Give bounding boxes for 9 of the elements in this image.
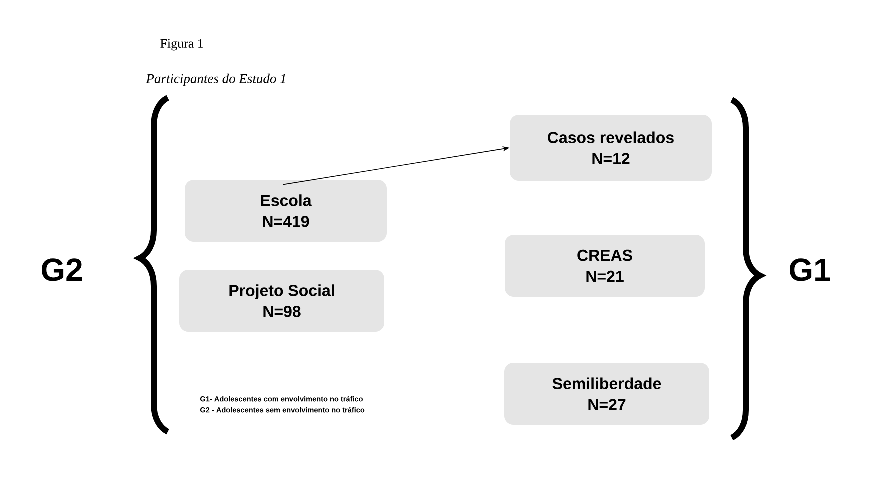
figure-caption: Participantes do Estudo 1 <box>146 74 286 86</box>
group-label: G2 <box>42 258 82 282</box>
group-box: Projeto Social N=98 <box>180 270 384 332</box>
group-box: Semiliberdade N=27 <box>504 363 710 425</box>
group-box: Casos revelados N=12 <box>510 115 712 181</box>
figure-title: Figura 1 <box>160 39 204 51</box>
group-label: G1 <box>790 258 830 282</box>
group-box: CREAS N=21 <box>505 235 705 297</box>
group-box: Escola N=419 <box>185 180 387 242</box>
